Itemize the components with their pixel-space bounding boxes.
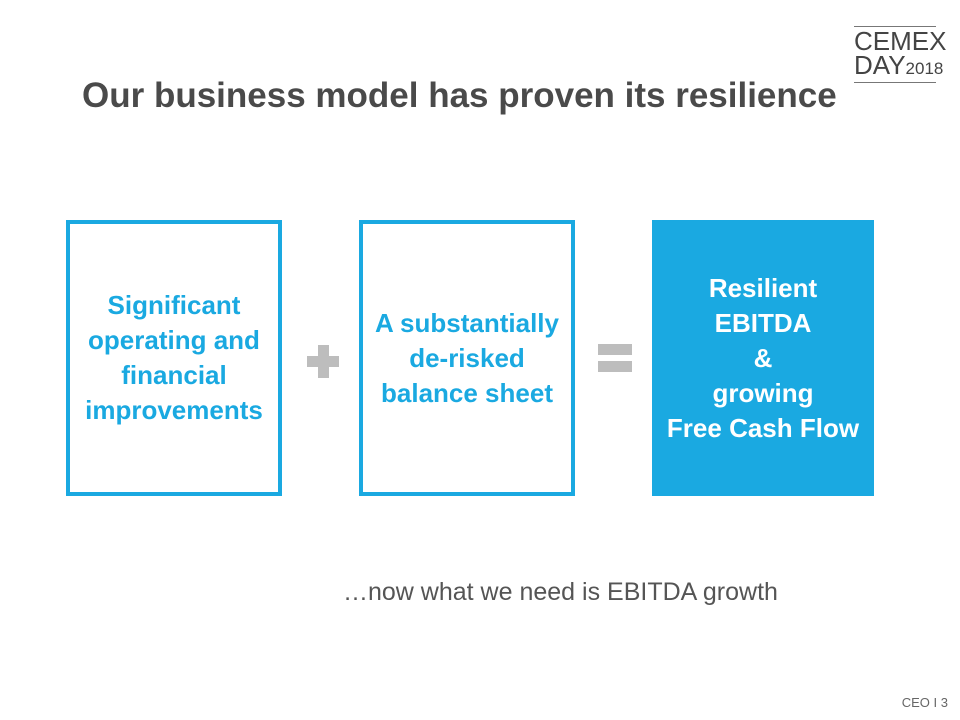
equals-icon	[598, 344, 632, 355]
cemex-day-logo: CEMEX DAY2018	[854, 26, 947, 83]
box-text: Significant operating and financial impr…	[85, 290, 263, 425]
logo-line2: DAY	[854, 50, 906, 80]
box-balance-sheet: A substantially de-risked balance sheet	[359, 220, 575, 496]
box-line: growing	[712, 377, 814, 408]
page-title: Our business model has proven its resili…	[82, 76, 837, 115]
box-operating-improvements: Significant operating and financial impr…	[66, 220, 282, 496]
box-line: &	[753, 342, 773, 373]
box-line: EBITDA	[714, 307, 812, 338]
box-line: Free Cash Flow	[666, 412, 860, 443]
plus-icon-vertical	[318, 345, 329, 378]
box-text: A substantially de-risked balance sheet	[375, 307, 559, 408]
equals-icon-lower	[598, 361, 632, 372]
subtitle: …now what we need is EBITDA growth	[343, 578, 778, 606]
logo-year: 2018	[905, 59, 944, 78]
slide-footer: CEO I 3	[901, 695, 948, 710]
box-line: Resilient	[708, 272, 818, 303]
logo-line1: CEMEX	[854, 26, 947, 56]
box-resilient-ebitda: Resilient EBITDA & growing Free Cash Flo…	[652, 220, 874, 496]
